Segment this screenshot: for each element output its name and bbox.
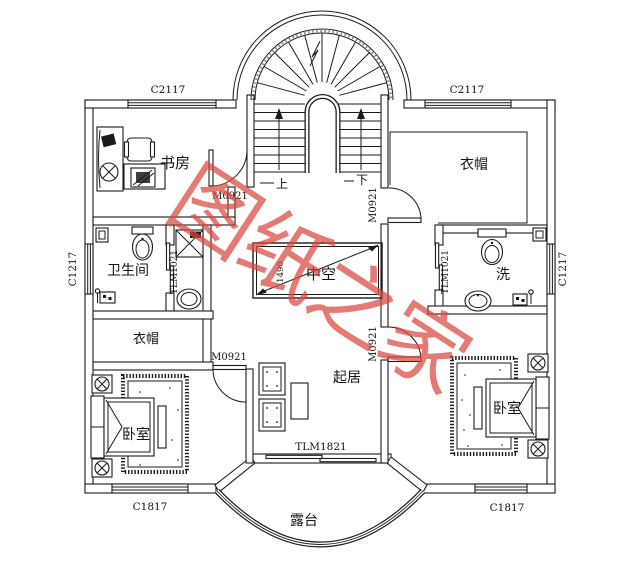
door-label-wash-sliding: TLM1021 [441, 250, 451, 294]
room-label-bedroom-left: 卧室 [122, 426, 150, 443]
room-label-living: 起居 [333, 370, 361, 386]
door-label-terrace-sliding: TLM1821 [295, 441, 346, 453]
door-label-bedroom-left: M0921 [211, 352, 247, 363]
window-bottom-right [474, 483, 528, 494]
windows [84, 99, 556, 494]
stair-treads-right [338, 103, 381, 173]
bedroom-left-furniture [90, 374, 189, 478]
room-label-cloak-right: 衣帽 [460, 157, 488, 173]
window-label-bottom-left: C1817 [133, 501, 168, 513]
room-label-cloak-left: 衣帽 [133, 331, 159, 347]
window-right [546, 243, 556, 295]
void-dimension-label: 1490 [276, 261, 286, 283]
bathroom-fixtures [94, 226, 204, 310]
room-label-wash: 洗 [496, 267, 510, 283]
room-label-void: 中空 [306, 265, 336, 283]
window-label-top-right: C2117 [450, 84, 485, 96]
door-bedroom-right [387, 326, 422, 363]
window-bottom-left [111, 483, 189, 494]
sliding-door-terrace [265, 454, 377, 463]
bedroom-right-furniture [450, 353, 550, 459]
window-label-right: C1217 [557, 252, 569, 287]
room-label-study: 书房 [160, 154, 190, 172]
stair-down-label: 下 [356, 173, 368, 187]
room-label-terrace: 露台 [290, 513, 318, 529]
door-label-study: M0921 [212, 191, 248, 202]
terrace-balustrade [214, 488, 426, 548]
study-cabinet [123, 163, 166, 190]
staircase [232, 10, 412, 184]
window-top-right [424, 99, 512, 109]
window-top-left [127, 99, 217, 109]
cloak-right-counter [389, 131, 528, 224]
wash-fixtures [464, 227, 547, 312]
door-label-cloak-right: M0921 [368, 187, 379, 223]
window-label-left: C1217 [67, 252, 79, 287]
living-furniture [258, 362, 309, 432]
study-desk [96, 126, 124, 192]
void-outline [252, 242, 383, 299]
door-label-bath-sliding: TLM1021 [170, 250, 180, 294]
door-cloak-right [387, 187, 422, 224]
door-label-bedroom-right: M0921 [368, 326, 379, 362]
watermark: 图纸之家 [152, 148, 486, 413]
sliding-door-wash [434, 242, 444, 291]
window-left [84, 243, 94, 295]
door-bedroom-left [212, 364, 247, 403]
stair-up-label: 上 [276, 177, 288, 191]
window-label-bottom-right: C1817 [490, 502, 525, 514]
room-label-bedroom-right: 卧室 [493, 400, 521, 417]
window-label-top-left: C2117 [151, 84, 186, 96]
room-label-bathroom: 卫生间 [107, 263, 149, 279]
sliding-door-bathroom [165, 242, 175, 294]
study-chair [123, 137, 156, 162]
doors [165, 149, 444, 463]
door-study [208, 149, 248, 187]
